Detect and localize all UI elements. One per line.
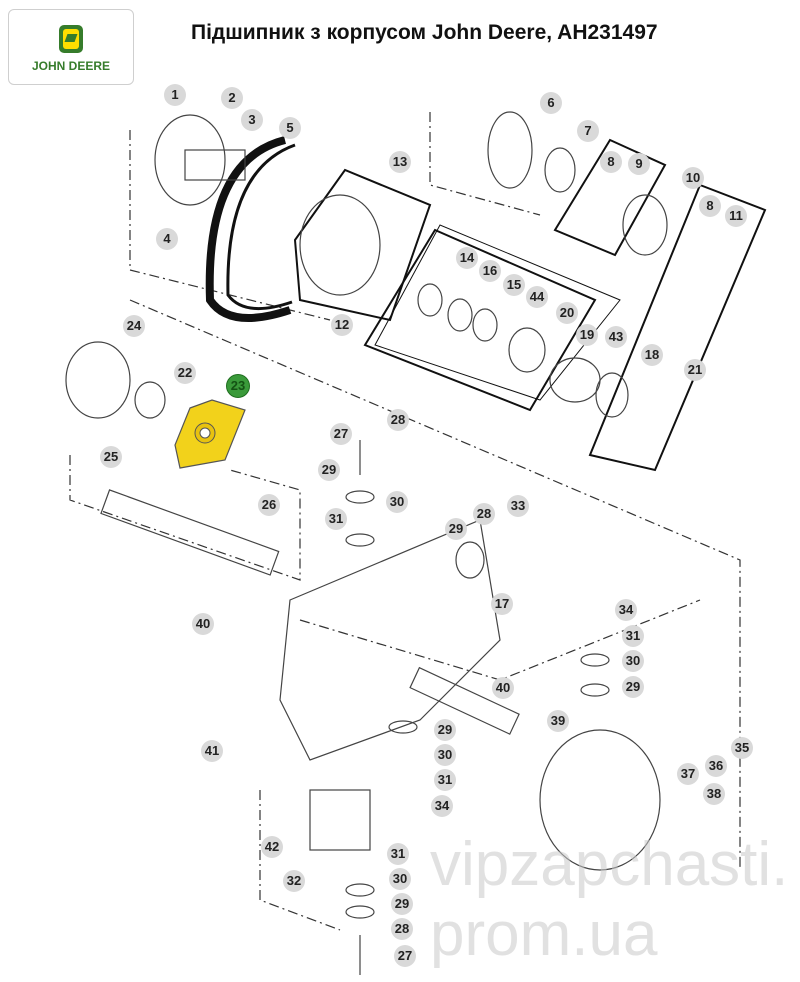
- dashed-outline: [129, 130, 331, 321]
- callout-6[interactable]: 6: [540, 92, 562, 114]
- watermark: vipzapchasti.prom.ua: [430, 830, 789, 969]
- logo-text: JOHN DEERE: [31, 59, 111, 73]
- callout-40[interactable]: 40: [192, 613, 214, 635]
- callout-32[interactable]: 32: [283, 870, 305, 892]
- sheave-13: [299, 194, 381, 296]
- callout-39[interactable]: 39: [547, 710, 569, 732]
- dashed-outline: [69, 455, 301, 581]
- bracket-42: [309, 789, 371, 851]
- pulley-3: [154, 114, 226, 206]
- callout-38[interactable]: 38: [703, 783, 725, 805]
- callout-20[interactable]: 20: [556, 302, 578, 324]
- frame-13: [293, 168, 432, 322]
- gearbox: [539, 729, 661, 871]
- callout-17[interactable]: 17: [491, 593, 513, 615]
- callout-36[interactable]: 36: [705, 755, 727, 777]
- callout-10[interactable]: 10: [682, 167, 704, 189]
- callout-27b[interactable]: 27: [394, 945, 416, 967]
- callout-21[interactable]: 21: [684, 359, 706, 381]
- callout-15[interactable]: 15: [503, 274, 525, 296]
- callout-3[interactable]: 3: [241, 109, 263, 131]
- ring-16: [447, 298, 473, 332]
- ring-18: [595, 372, 629, 418]
- callout-30b[interactable]: 30: [622, 650, 644, 672]
- callout-1[interactable]: 1: [164, 84, 186, 106]
- callout-31c[interactable]: 31: [434, 769, 456, 791]
- callout-44[interactable]: 44: [526, 286, 548, 308]
- john-deere-logo: JOHN DEERE: [8, 9, 134, 85]
- callout-16[interactable]: 16: [479, 260, 501, 282]
- callout-34b[interactable]: 34: [431, 795, 453, 817]
- callout-29[interactable]: 29: [318, 459, 340, 481]
- callout-30c[interactable]: 30: [434, 744, 456, 766]
- page-title: Підшипник з корпусом John Deere, AH23149…: [191, 21, 658, 44]
- part-43: [549, 357, 601, 403]
- callout-28c[interactable]: 28: [391, 918, 413, 940]
- callout-42[interactable]: 42: [261, 836, 283, 858]
- callout-31[interactable]: 31: [325, 508, 347, 530]
- callout-31d[interactable]: 31: [387, 843, 409, 865]
- belt-5: [205, 136, 292, 322]
- callout-37[interactable]: 37: [677, 763, 699, 785]
- dashed-outline: [129, 299, 741, 870]
- callout-26[interactable]: 26: [258, 494, 280, 516]
- callout-34[interactable]: 34: [615, 599, 637, 621]
- dashed-outline: [259, 790, 341, 931]
- callout-4[interactable]: 4: [156, 228, 178, 250]
- callout-22[interactable]: 22: [174, 362, 196, 384]
- sprocket-24: [65, 341, 131, 419]
- callout-30d[interactable]: 30: [389, 868, 411, 890]
- callout-19[interactable]: 19: [576, 324, 598, 346]
- callout-8b[interactable]: 8: [699, 195, 721, 217]
- frame-10: [553, 138, 667, 257]
- callout-5[interactable]: 5: [279, 117, 301, 139]
- shaft-40: [100, 489, 280, 576]
- callout-29c[interactable]: 29: [622, 676, 644, 698]
- ring-15: [472, 308, 498, 342]
- dashed-outline: [429, 112, 541, 216]
- callout-29e[interactable]: 29: [391, 893, 413, 915]
- callout-11[interactable]: 11: [725, 205, 747, 227]
- plate-7: [544, 147, 576, 193]
- callout-43[interactable]: 43: [605, 326, 627, 348]
- bearing-22: [134, 381, 166, 419]
- callout-8[interactable]: 8: [600, 151, 622, 173]
- callout-2[interactable]: 2: [221, 87, 243, 109]
- callout-18[interactable]: 18: [641, 344, 663, 366]
- callout-28[interactable]: 28: [387, 409, 409, 431]
- callout-29d[interactable]: 29: [434, 719, 456, 741]
- deer-icon: [59, 25, 83, 53]
- callout-14[interactable]: 14: [456, 247, 478, 269]
- callout-7[interactable]: 7: [577, 120, 599, 142]
- ring-14: [417, 283, 443, 317]
- frame-21: [588, 183, 767, 472]
- callout-12[interactable]: 12: [331, 314, 353, 336]
- shaft-40b: [409, 666, 520, 735]
- callout-23-highlighted[interactable]: 23: [226, 374, 250, 398]
- callout-41[interactable]: 41: [201, 740, 223, 762]
- callout-30[interactable]: 30: [386, 491, 408, 513]
- part-20: [508, 327, 546, 373]
- callout-9[interactable]: 9: [628, 153, 650, 175]
- callout-29b[interactable]: 29: [445, 518, 467, 540]
- spring-6: [487, 111, 533, 189]
- callout-25[interactable]: 25: [100, 446, 122, 468]
- callout-35[interactable]: 35: [731, 737, 753, 759]
- callout-27[interactable]: 27: [330, 423, 352, 445]
- callout-13[interactable]: 13: [389, 151, 411, 173]
- frame-21-inner: [363, 228, 597, 412]
- callout-31b[interactable]: 31: [622, 625, 644, 647]
- callout-28b[interactable]: 28: [473, 503, 495, 525]
- callout-40b[interactable]: 40: [492, 677, 514, 699]
- disc-10: [622, 194, 668, 256]
- callout-33[interactable]: 33: [507, 495, 529, 517]
- callout-24[interactable]: 24: [123, 315, 145, 337]
